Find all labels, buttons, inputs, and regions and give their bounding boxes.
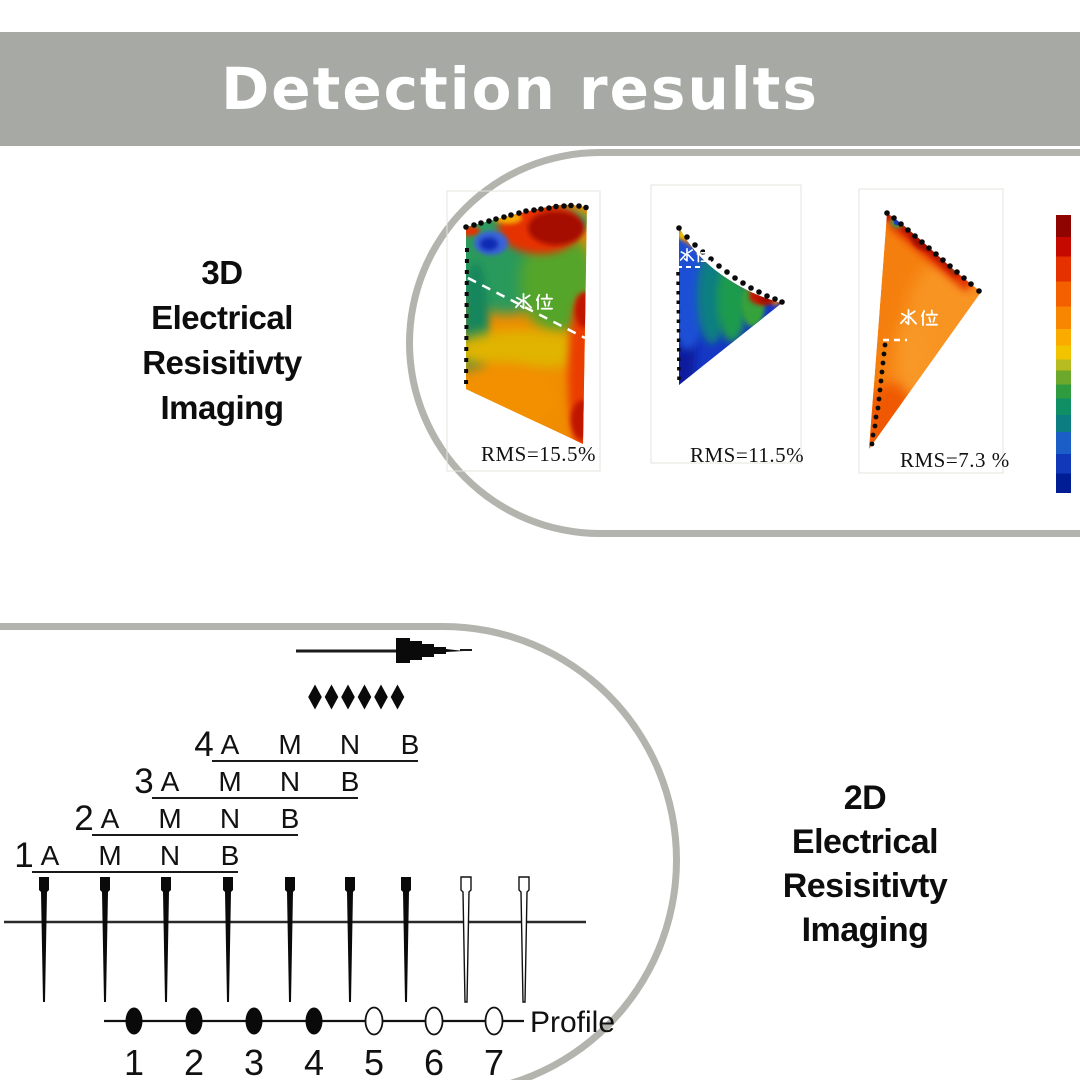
label-3d-line1: 3D xyxy=(201,254,243,291)
plot1-frame xyxy=(446,190,601,472)
diamond-markers xyxy=(308,684,405,710)
rms-label-1: RMS=15.5% xyxy=(481,442,596,466)
label-3d-eri: 3D Electrical Resisitivty Imaging xyxy=(82,250,362,430)
electrode-stakes-active xyxy=(39,877,411,1002)
water-table-line-plot1 xyxy=(467,276,586,340)
station-marker-filled xyxy=(185,1007,203,1035)
electrode-m: M xyxy=(98,840,121,871)
array-level-3: 3 A M N B xyxy=(134,762,359,801)
station-marker-filled xyxy=(245,1007,263,1035)
page-title: Detection results xyxy=(221,55,819,123)
station-numbers: 1 2 3 4 5 6 7 xyxy=(124,1042,504,1080)
station-marker-filled xyxy=(305,1007,323,1035)
electrode-dots-plot3 xyxy=(884,210,982,294)
level-number: 2 xyxy=(74,799,93,838)
station-number: 4 xyxy=(304,1042,324,1080)
array-level-1: 1 A M N B xyxy=(14,836,239,875)
electrode-dots-plot1 xyxy=(463,202,589,230)
station-marker-open xyxy=(484,1006,504,1036)
level-number: 1 xyxy=(14,836,33,875)
electrode-n: N xyxy=(340,729,360,760)
electrode-stakes-inactive xyxy=(460,876,530,1003)
plot3-frame xyxy=(858,188,1004,474)
electrode-b: B xyxy=(221,840,240,871)
label-3d-line2: Electrical xyxy=(151,299,293,336)
station-number: 6 xyxy=(424,1042,444,1080)
label-3d-line3: Resisitivty xyxy=(142,344,302,381)
electrode-b: B xyxy=(341,766,360,797)
rms-label-3: RMS=7.3 % xyxy=(900,448,1010,472)
station-marker-open xyxy=(424,1006,444,1036)
array-level-4: 4 A M N B xyxy=(194,725,419,764)
resistivity-section-3: RMS=7.3 % xyxy=(869,210,1010,472)
electrode-m: M xyxy=(218,766,241,797)
label-3d-line4: Imaging xyxy=(160,389,284,426)
level-number: 4 xyxy=(194,725,213,764)
direction-arrow xyxy=(296,638,472,663)
station-number: 2 xyxy=(184,1042,204,1080)
label-2d-line3: Resisitivty xyxy=(782,867,948,905)
label-2d-eri: 2D Electrical Resisitivty Imaging xyxy=(725,776,1005,952)
electrode-a: A xyxy=(41,840,60,871)
electrode-m: M xyxy=(278,729,301,760)
electrode-a: A xyxy=(221,729,240,760)
electrode-n: N xyxy=(220,803,240,834)
array-level-2: 2 A M N B xyxy=(74,799,299,838)
profile-label: Profile xyxy=(530,1006,615,1039)
plot2-frame xyxy=(650,184,802,464)
label-2d-line2: Electrical xyxy=(791,823,939,861)
electrode-b: B xyxy=(281,803,300,834)
electrode-a: A xyxy=(161,766,180,797)
top-results-panel xyxy=(406,149,1080,537)
left-edge-marks-plot1 xyxy=(464,247,469,389)
electrode-b: B xyxy=(401,729,420,760)
electrode-n: N xyxy=(160,840,180,871)
station-number: 5 xyxy=(364,1042,384,1080)
left-edge-marks-plot2 xyxy=(676,271,681,384)
level-number: 3 xyxy=(134,762,153,801)
left-edge-marks-plot3 xyxy=(869,342,888,447)
label-2d-line4: Imaging xyxy=(801,911,929,949)
colorbar xyxy=(1056,215,1071,493)
electrode-n: N xyxy=(280,766,300,797)
survey-layout-diagram: 4 A M N B 3 A M N B 2 A M N xyxy=(4,638,615,1080)
station-marker-filled xyxy=(125,1007,143,1035)
station-marker-open xyxy=(364,1006,384,1036)
station-number: 3 xyxy=(244,1042,264,1080)
electrode-a: A xyxy=(101,803,120,834)
resistivity-section-2: RMS=11.5% xyxy=(676,225,804,467)
resistivity-section-1: RMS=15.5% xyxy=(463,202,596,466)
station-number: 1 xyxy=(124,1042,144,1080)
profile-line: Profile xyxy=(104,1006,615,1039)
label-2d-line1: 2D xyxy=(843,779,887,817)
electrode-m: M xyxy=(158,803,181,834)
bottom-diagram-panel xyxy=(0,623,680,1080)
station-number: 7 xyxy=(484,1042,504,1080)
header-bar: Detection results xyxy=(0,32,1080,146)
rms-label-2: RMS=11.5% xyxy=(690,443,804,467)
